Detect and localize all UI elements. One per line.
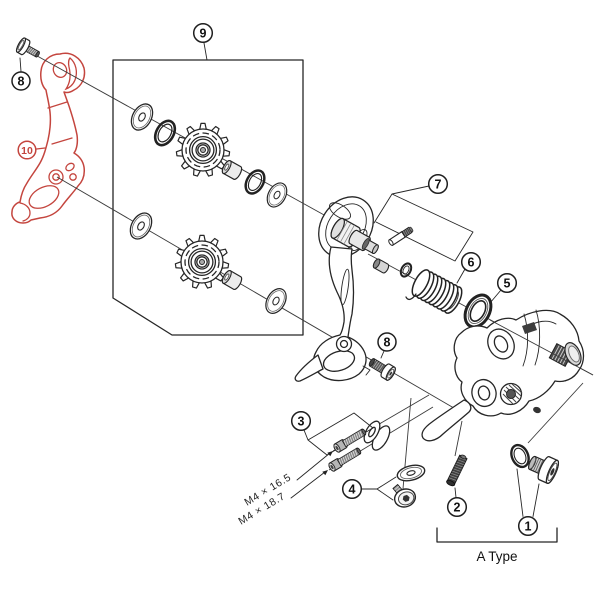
callout-hanger-bolt: 8: [11, 71, 31, 91]
a-type-label: A Type: [476, 549, 517, 564]
tension-spring: [405, 266, 463, 315]
cable-fixing-plate-stack: [363, 420, 391, 451]
callout-stopper-screw: 2: [446, 496, 468, 518]
a-type-group: A Type: [436, 527, 558, 564]
callout-inner-plate: 10: [17, 140, 37, 160]
adjust-screw-lower: [328, 447, 362, 472]
callout-cable-fixing-bolt: 4: [341, 478, 363, 500]
spec-arrowhead-upper: [327, 451, 333, 457]
seal-ring: [463, 293, 493, 329]
callout-stopper-screw-number: 2: [454, 500, 461, 514]
callout-leader-lines: [19, 42, 540, 517]
callout-adjust-screws: 3: [290, 410, 312, 432]
callout-seal-ring: 5: [496, 272, 518, 294]
callout-pulley-set-number: 9: [200, 26, 207, 40]
callout-inner-plate-number: 10: [21, 145, 33, 157]
spec-arrowhead-lower: [322, 470, 328, 476]
adjust-screw-upper: [333, 428, 367, 453]
callout-adjust-screws-number: 3: [298, 414, 305, 428]
hanger-bolt: [15, 37, 40, 58]
guide-pulley: [175, 122, 231, 178]
lower-pulley-assembly: [125, 208, 291, 318]
upper-pulley-assembly: [126, 99, 292, 212]
callout-seal-number: 5: [504, 276, 511, 290]
callout-plate-bolt-number: 8: [384, 335, 391, 349]
cable-bolt-washer: [396, 464, 426, 482]
small-o-ring: [399, 262, 413, 278]
inner-plate-highlighted: [11, 52, 86, 224]
callout-plate-fixing-bolt: 8: [377, 332, 397, 352]
bracket-axle-bolt: [528, 455, 560, 485]
callout-axle-bolt-number: 1: [525, 519, 532, 533]
pivot-pin: [388, 226, 414, 246]
pulley-set-box-outline: [112, 59, 304, 336]
callout-outer-plate-unit: 7: [427, 173, 449, 195]
outer-plate-unit-frame: [373, 185, 474, 262]
derailleur-body: [421, 309, 594, 442]
callout-tension-spring: 6: [460, 251, 482, 273]
spring-stud: [372, 258, 390, 274]
callout-spring-number: 6: [468, 255, 475, 269]
plate-fixing-bolt: [368, 358, 396, 381]
callout-bracket-axle-bolt: 1: [517, 515, 539, 537]
cable-fixing-bolt: [392, 483, 417, 508]
callout-pulley-set-box: 9: [192, 22, 214, 44]
tension-pulley: [174, 234, 230, 290]
callout-outer-plate-number: 7: [435, 177, 442, 191]
stopper-screw: [446, 454, 468, 487]
screw-spec-labels: M4 × 16.5 M4 × 18.7: [236, 451, 333, 528]
plate-axle-unit: [330, 217, 379, 255]
a-type-bracket: [436, 527, 558, 543]
callout-hanger-bolt-number: 8: [18, 74, 25, 88]
outer-plate: [294, 196, 374, 382]
callout-cable-bolt-number: 4: [349, 482, 356, 496]
adjust-screws-frame: [303, 412, 374, 456]
axle-o-ring: [510, 443, 530, 469]
